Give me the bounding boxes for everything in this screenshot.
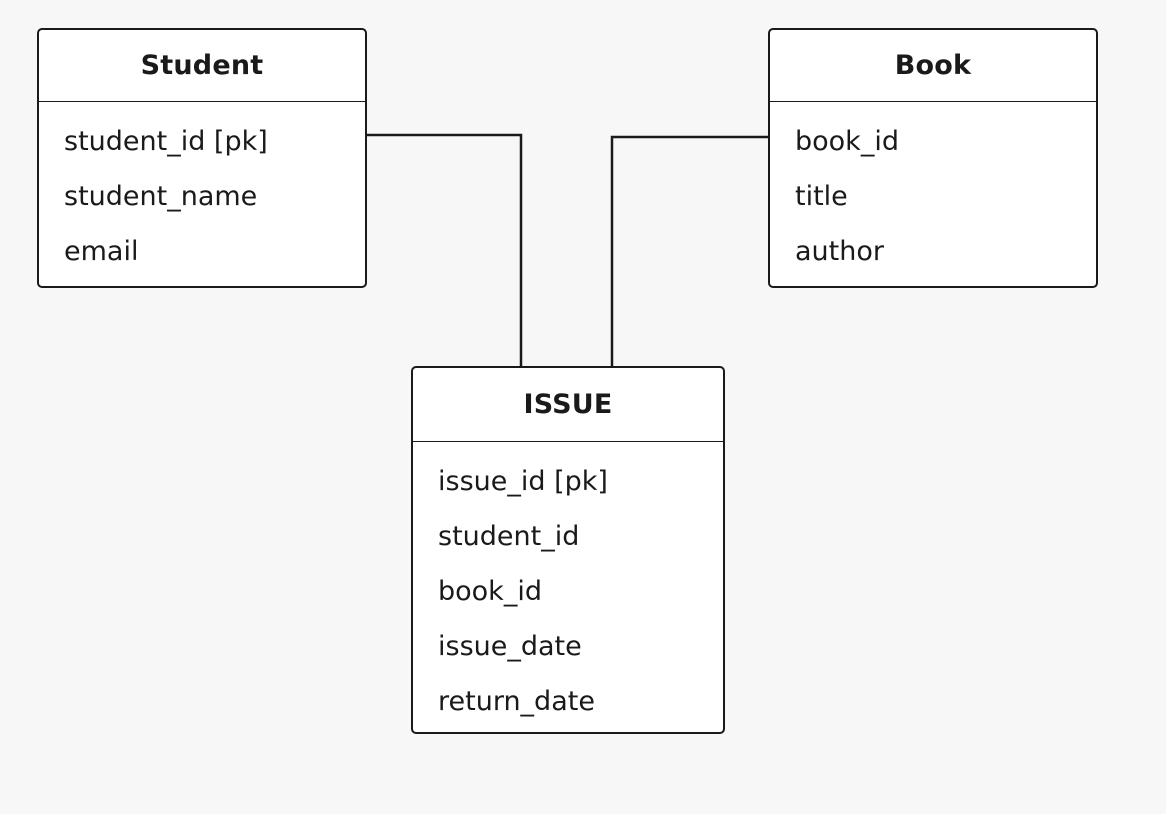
attribute-list: book_id title author (770, 102, 1096, 287)
book-issue-connector (610, 135, 768, 366)
attribute: student_name (64, 181, 258, 212)
attribute-list: issue_id [pk] student_id book_id issue_d… (413, 442, 723, 737)
student-issue-connector (367, 133, 523, 366)
attribute: author (795, 236, 884, 267)
entity-title: Student (39, 30, 365, 102)
attribute: student_id (438, 521, 580, 552)
attribute: book_id (438, 576, 542, 607)
entity-title: ISSUE (413, 368, 723, 442)
entity-title: Book (770, 30, 1096, 102)
entity-issue[interactable]: ISSUE issue_id [pk] student_id book_id i… (411, 366, 725, 734)
attribute: email (64, 236, 139, 267)
attribute: issue_id [pk] (438, 466, 608, 497)
attribute-list: student_id [pk] student_name email (39, 102, 365, 287)
attribute: student_id [pk] (64, 126, 268, 157)
attribute: book_id (795, 126, 899, 157)
attribute: return_date (438, 686, 595, 717)
entity-student[interactable]: Student student_id [pk] student_name ema… (37, 28, 367, 288)
entity-book[interactable]: Book book_id title author (768, 28, 1098, 288)
attribute: issue_date (438, 631, 582, 662)
attribute: title (795, 181, 848, 212)
